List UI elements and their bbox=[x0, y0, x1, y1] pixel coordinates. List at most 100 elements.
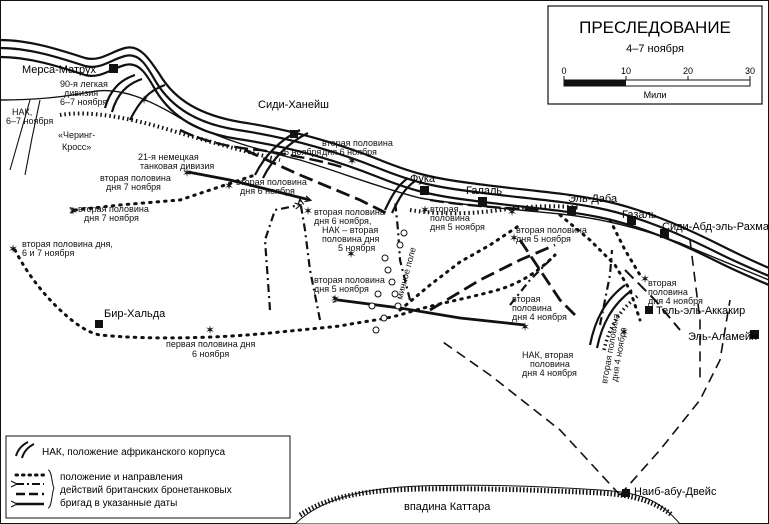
town-ghazal bbox=[627, 216, 636, 225]
svg-text:✶: ✶ bbox=[619, 325, 629, 339]
annot-11a: вторая bbox=[512, 294, 541, 304]
annot-8b: 6 и 7 ноября bbox=[22, 248, 74, 258]
map-dates: 4–7 ноября bbox=[626, 43, 684, 55]
roads bbox=[9, 99, 41, 176]
legend-nak-symbol bbox=[15, 441, 35, 459]
svg-text:✶: ✶ bbox=[224, 179, 234, 193]
label-nak-4nov-3: дня 4 ноября bbox=[522, 368, 577, 378]
label-nak-4nov-1: НАК, вторая bbox=[522, 350, 573, 360]
annot-2a: вторая половина bbox=[100, 173, 171, 183]
label-fuka: Фука bbox=[410, 173, 436, 185]
label-sidi-abd-el-rahman: Сиди-Абд-эль-Рахман bbox=[662, 221, 769, 233]
label-ghazal: Газаль bbox=[622, 209, 657, 221]
route-dotted-north bbox=[75, 173, 257, 210]
svg-text:✶: ✶ bbox=[520, 320, 530, 334]
svg-text:✶: ✶ bbox=[420, 203, 430, 217]
scale-tick-0: 0 bbox=[561, 66, 566, 76]
qattara-depression bbox=[294, 484, 681, 524]
label-naqb-abu-dweis: Наиб-абу-Двейс bbox=[634, 486, 717, 498]
town-el-alamein bbox=[750, 330, 759, 339]
annot-1a: вторая половина bbox=[322, 138, 393, 148]
legend-brit-2: действий британских бронетанковых bbox=[60, 484, 232, 496]
annot-6b: половина bbox=[430, 213, 470, 223]
label-el-daba: Эль-Даба bbox=[568, 193, 618, 205]
label-90-light-2: дивизия bbox=[64, 88, 98, 98]
nak-fuka-arc bbox=[384, 177, 409, 211]
annot-5e: 5 ноября bbox=[338, 243, 375, 253]
legend-brit-3: бригад в указанные даты bbox=[60, 497, 177, 509]
minefield bbox=[368, 229, 408, 334]
legend-brit-1: положение и направления bbox=[60, 472, 183, 483]
route-solid-2 bbox=[338, 300, 526, 327]
track-qattara-2 bbox=[439, 339, 621, 496]
route-dashed-2 bbox=[429, 243, 556, 312]
annot-7b: дня 5 ноября bbox=[516, 234, 571, 244]
annot-12b: 6 ноября bbox=[192, 349, 229, 359]
svg-text:✶: ✶ bbox=[182, 166, 192, 180]
svg-text:✶: ✶ bbox=[139, 93, 149, 107]
annot-6a: вторая bbox=[430, 204, 459, 214]
route-dotted-mid bbox=[398, 223, 522, 312]
svg-text:✶: ✶ bbox=[205, 323, 215, 337]
scale-unit: Мили bbox=[644, 90, 667, 100]
annot-5d: половина дня bbox=[322, 234, 380, 244]
label-nak-67-1: НАК, bbox=[12, 107, 32, 117]
town-el-daba bbox=[567, 206, 576, 215]
town-sidi-haneish bbox=[290, 130, 298, 138]
route-dotted-ghazal bbox=[608, 218, 642, 277]
annot-5c: НАК – вторая bbox=[322, 225, 378, 235]
annot-9a: вторая половина bbox=[314, 275, 385, 285]
label-bir-khalda: Бир-Хальда bbox=[104, 308, 166, 320]
route-dashdot-2 bbox=[300, 200, 322, 321]
annot-5b: дня 6 ноября, bbox=[314, 216, 371, 226]
scale-tick-10: 10 bbox=[621, 66, 631, 76]
label-90-light-3: 6–7 ноября bbox=[60, 97, 107, 107]
town-markers bbox=[95, 64, 759, 497]
annot-4b: дня 7 ноября bbox=[84, 213, 139, 223]
nak-matruh-arc bbox=[103, 73, 136, 109]
route-solid-1 bbox=[187, 170, 310, 200]
svg-text:✶: ✶ bbox=[68, 204, 78, 218]
annot-1b: дня 6 ноября bbox=[322, 147, 377, 157]
route-dashdot-1 bbox=[263, 205, 300, 311]
label-qattara: впадина Каттара bbox=[404, 501, 491, 513]
route-dotted-southwest bbox=[13, 248, 557, 340]
svg-text:✶: ✶ bbox=[509, 231, 519, 245]
town-naqb-abu-dweis bbox=[622, 489, 630, 497]
legend-brit-symbols bbox=[16, 469, 55, 509]
annot-3b: дня 6 ноября bbox=[240, 186, 295, 196]
label-galal: Галаль bbox=[466, 185, 502, 197]
label-nak-6nov: 6 ноября bbox=[284, 147, 321, 157]
town-mersa-matruh bbox=[109, 64, 118, 73]
town-bir-khalda bbox=[95, 320, 103, 328]
position-stars: ✶ ✶ ✶ ✶ ✶ ✶ ✶ ✶ ✶ ✶ ✶ ✶ ✶ ✶ ✶ ✶ bbox=[8, 93, 650, 339]
scale-bar: 0 10 20 30 Мили bbox=[561, 66, 755, 100]
annot-10a: вторая bbox=[648, 278, 677, 288]
svg-text:✶: ✶ bbox=[347, 154, 357, 168]
unit-labels: 90-я легкая дивизия 6–7 ноября НАК, 6–7 … bbox=[6, 79, 577, 378]
label-nak-4nov-2: половина bbox=[530, 359, 570, 369]
legend-nak-label: НАК, положение африканского корпуса bbox=[42, 446, 225, 458]
nak-4nov-arc bbox=[588, 284, 626, 346]
label-90-light-1: 90-я легкая bbox=[60, 79, 108, 89]
annot-8a: вторая половина дня, bbox=[22, 239, 113, 249]
town-sidi-abd-el-rahman bbox=[660, 229, 669, 238]
svg-text:✶: ✶ bbox=[303, 204, 313, 218]
annot-5a: вторая половина bbox=[314, 207, 385, 217]
scale-tick-30: 30 bbox=[745, 66, 755, 76]
time-annotations: вторая половина дня 6 ноября вторая поло… bbox=[22, 138, 703, 384]
town-tel-el-aqqaqir bbox=[645, 306, 653, 314]
svg-text:✶: ✶ bbox=[330, 292, 340, 306]
annot-11c: дня 4 ноября bbox=[512, 312, 567, 322]
svg-text:✶: ✶ bbox=[507, 205, 517, 219]
map-title: ПРЕСЛЕДОВАНИЕ bbox=[579, 18, 731, 37]
annot-12a: первая половина дня bbox=[166, 339, 255, 349]
track-qattara-1 bbox=[619, 299, 731, 496]
label-el-alamein: Эль-Аламейн bbox=[688, 331, 757, 343]
railway bbox=[0, 89, 769, 281]
annot-7a: вторая половина bbox=[516, 225, 587, 235]
svg-text:✶: ✶ bbox=[8, 242, 18, 256]
legend: НАК, положение африканского корпуса поло… bbox=[5, 435, 291, 519]
label-mersa-matruh: Мерса-Матрух bbox=[22, 64, 96, 76]
nak-daba-hatch bbox=[409, 204, 581, 216]
